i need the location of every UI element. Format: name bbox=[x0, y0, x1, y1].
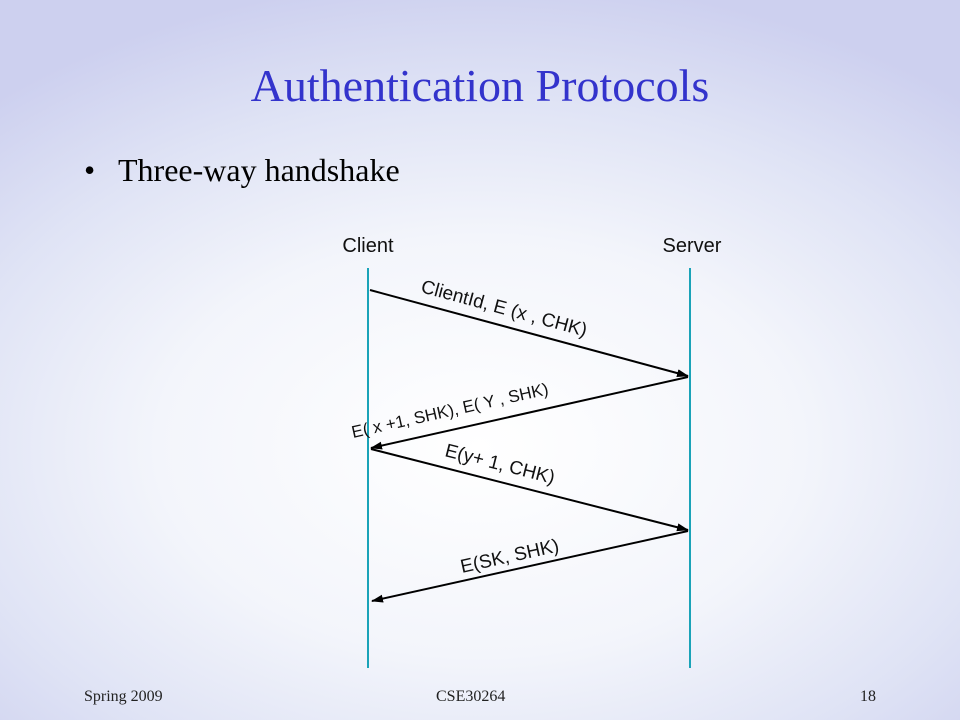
participant-server-label: Server bbox=[663, 235, 722, 257]
bullet-dot-icon: • bbox=[84, 152, 96, 188]
footer-page-number: 18 bbox=[860, 688, 876, 705]
footer-course: CSE30264 bbox=[436, 688, 506, 705]
footer-date: Spring 2009 bbox=[84, 688, 163, 705]
bullet-item: • Three-way handshake bbox=[84, 152, 400, 189]
message-label-2: E( x +1, SHK), E( Y , SHK) bbox=[350, 379, 550, 441]
bullet-text: Three-way handshake bbox=[118, 152, 400, 188]
message-arrow-1 bbox=[369, 289, 689, 377]
participant-client-label: Client bbox=[342, 235, 394, 257]
message-arrow-4 bbox=[371, 530, 689, 603]
message-label-4: E(SK, SHK) bbox=[459, 536, 561, 578]
slide-title: Authentication Protocols bbox=[250, 60, 710, 111]
message-label-1: ClientId, E (x , CHK) bbox=[419, 277, 590, 342]
message-arrow-3 bbox=[370, 448, 689, 532]
message-arrow-2 bbox=[370, 376, 689, 450]
